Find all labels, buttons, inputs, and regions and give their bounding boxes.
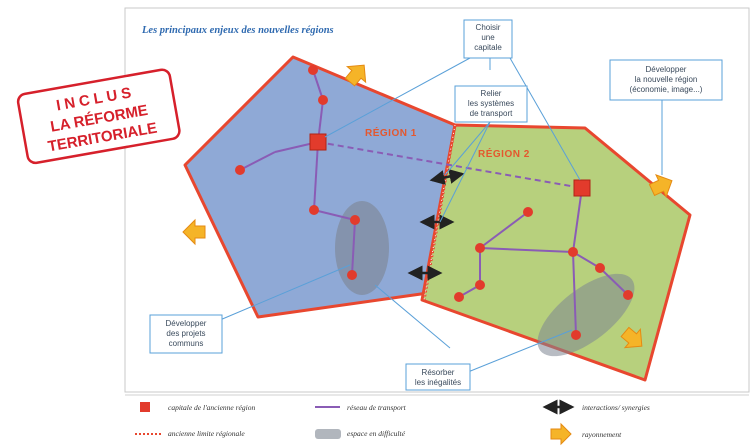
callout-transport: Relier les systèmes de transport <box>454 85 528 123</box>
svg-text:(économie, image...): (économie, image...) <box>630 85 703 94</box>
legend-interactions: interactions/ synergies <box>582 403 650 412</box>
svg-text:des projets: des projets <box>166 329 205 338</box>
legend-limite: ancienne limite régionale <box>168 429 245 438</box>
difficulty-zone-2 <box>537 273 635 357</box>
inclus-badge: INCLUS LA RÉFORME TERRITORIALE <box>16 68 181 165</box>
svg-text:une: une <box>481 33 495 42</box>
svg-text:Choisir: Choisir <box>476 23 501 32</box>
region-1-label: RÉGION 1 <box>365 126 417 139</box>
svg-text:la nouvelle région: la nouvelle région <box>635 75 698 84</box>
svg-text:les inégalités: les inégalités <box>415 378 461 387</box>
legend-capitale: capitale de l'ancienne région <box>168 403 255 412</box>
capital-link <box>317 141 583 189</box>
svg-text:Résorber: Résorber <box>422 368 455 377</box>
map-title: Les principaux enjeux des nouvelles régi… <box>141 25 334 36</box>
callout-leaders <box>219 55 663 373</box>
callout-inegalites: Résorber les inégalités <box>405 363 471 391</box>
svg-text:Développer: Développer <box>166 319 207 328</box>
capital-region-2-icon <box>573 179 591 197</box>
callout-developper-region: Développer la nouvelle région (économie,… <box>609 59 723 101</box>
svg-text:communs: communs <box>169 339 204 348</box>
svg-text:Relier: Relier <box>481 89 502 98</box>
legend: capitale de l'ancienne région ancienne l… <box>125 394 749 446</box>
svg-text:de transport: de transport <box>470 109 513 118</box>
cities-region-1 <box>235 65 360 280</box>
legend-difficulte: espace en difficulté <box>347 429 406 438</box>
callout-projets: Développer des projets communs <box>149 314 223 354</box>
legend-reseau: réseau de transport <box>347 403 407 412</box>
difficulty-zone-1 <box>335 201 389 295</box>
interaction-arrows <box>407 169 465 281</box>
svg-text:les systèmes: les systèmes <box>468 99 514 108</box>
legend-difficulty-icon <box>315 429 341 439</box>
transport-network-region-2 <box>458 187 629 336</box>
rayonnement-arrows <box>182 64 673 349</box>
legend-rayonnement-icon <box>550 422 572 446</box>
legend-rayonnement: rayonnement <box>582 430 622 439</box>
svg-text:capitale: capitale <box>474 43 502 52</box>
legend-capital-icon <box>140 402 150 412</box>
capital-region-1-icon <box>309 133 327 151</box>
callout-capitale: Choisir une capitale <box>463 19 513 59</box>
svg-text:Développer: Développer <box>646 65 687 74</box>
region-2-label: RÉGION 2 <box>478 147 530 160</box>
cities-region-2 <box>454 207 633 340</box>
